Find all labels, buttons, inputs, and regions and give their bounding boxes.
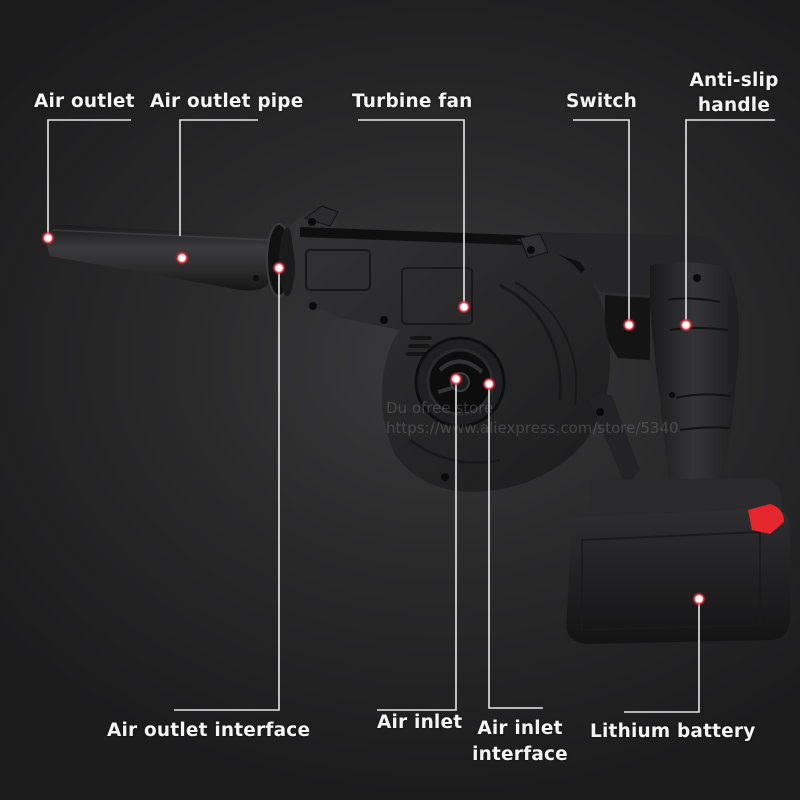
dot-switch	[622, 318, 636, 332]
label-air-inlet: Air inlet	[377, 712, 463, 733]
label-air-inlet-interface-line2: interface	[472, 744, 568, 765]
dot-air-inlet-interface	[482, 377, 496, 391]
air-outlet-pipe-shape	[47, 225, 272, 291]
dot-air-inlet	[449, 372, 463, 386]
dot-turbine-fan	[457, 300, 471, 314]
air-outlet-interface-ring	[266, 223, 295, 297]
lithium-battery-shape	[566, 478, 790, 644]
label-air-inlet-interface: Air inlet interface	[470, 716, 570, 768]
dot-anti-slip-handle	[679, 318, 693, 332]
label-air-outlet: Air outlet	[34, 91, 135, 112]
label-anti-slip-handle-line2: handle	[697, 95, 771, 116]
leader-lines	[47, 119, 775, 713]
label-air-inlet-interface-line1: Air inlet	[477, 718, 563, 739]
battery-release-button	[748, 504, 784, 534]
dot-air-outlet-pipe	[175, 251, 189, 265]
marker-dots	[41, 231, 706, 606]
dot-air-outlet-interface	[272, 261, 286, 275]
watermark-store-name: Du ofree store	[386, 399, 494, 417]
label-air-outlet-pipe: Air outlet pipe	[150, 91, 304, 112]
label-anti-slip-handle-line1: Anti-slip	[689, 70, 779, 91]
handle-body	[515, 232, 739, 488]
label-air-outlet-interface: Air outlet interface	[107, 720, 311, 741]
dot-lithium-battery	[692, 592, 706, 606]
watermark-store-url: https://www.aliexpress.com/store/5340	[386, 419, 679, 437]
dot-air-outlet	[41, 231, 55, 245]
label-lithium-battery: Lithium battery	[590, 721, 756, 742]
label-anti-slip-handle: Anti-slip handle	[686, 68, 782, 118]
label-turbine-fan: Turbine fan	[352, 91, 473, 112]
label-switch: Switch	[566, 91, 637, 112]
